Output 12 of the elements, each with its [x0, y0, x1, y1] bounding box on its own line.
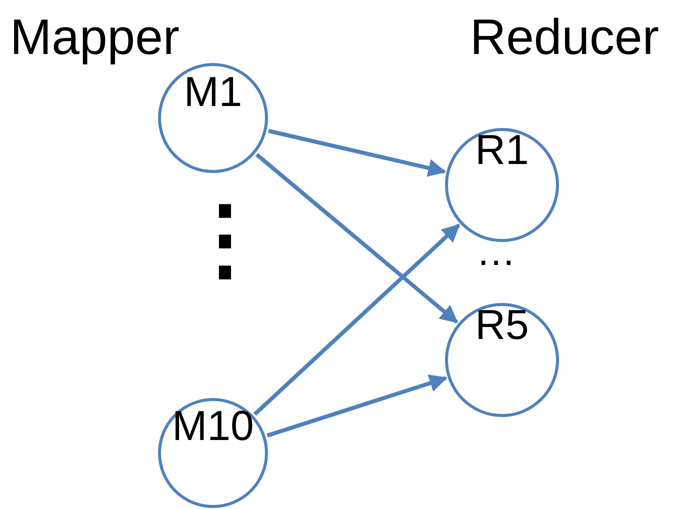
- arrow: [253, 224, 460, 416]
- column-heading: Reducer: [470, 12, 659, 62]
- column-heading: Mapper: [10, 12, 180, 62]
- node-label: R5: [474, 302, 530, 348]
- arrow: [266, 374, 448, 438]
- vertical-ellipsis: ⋮: [180, 195, 270, 285]
- arrow: [255, 153, 458, 324]
- node-label: R1: [474, 127, 530, 173]
- ellipsis: …: [476, 232, 516, 272]
- node-label: M10: [171, 403, 255, 449]
- node-label: M1: [182, 69, 244, 115]
- arrow: [268, 128, 446, 177]
